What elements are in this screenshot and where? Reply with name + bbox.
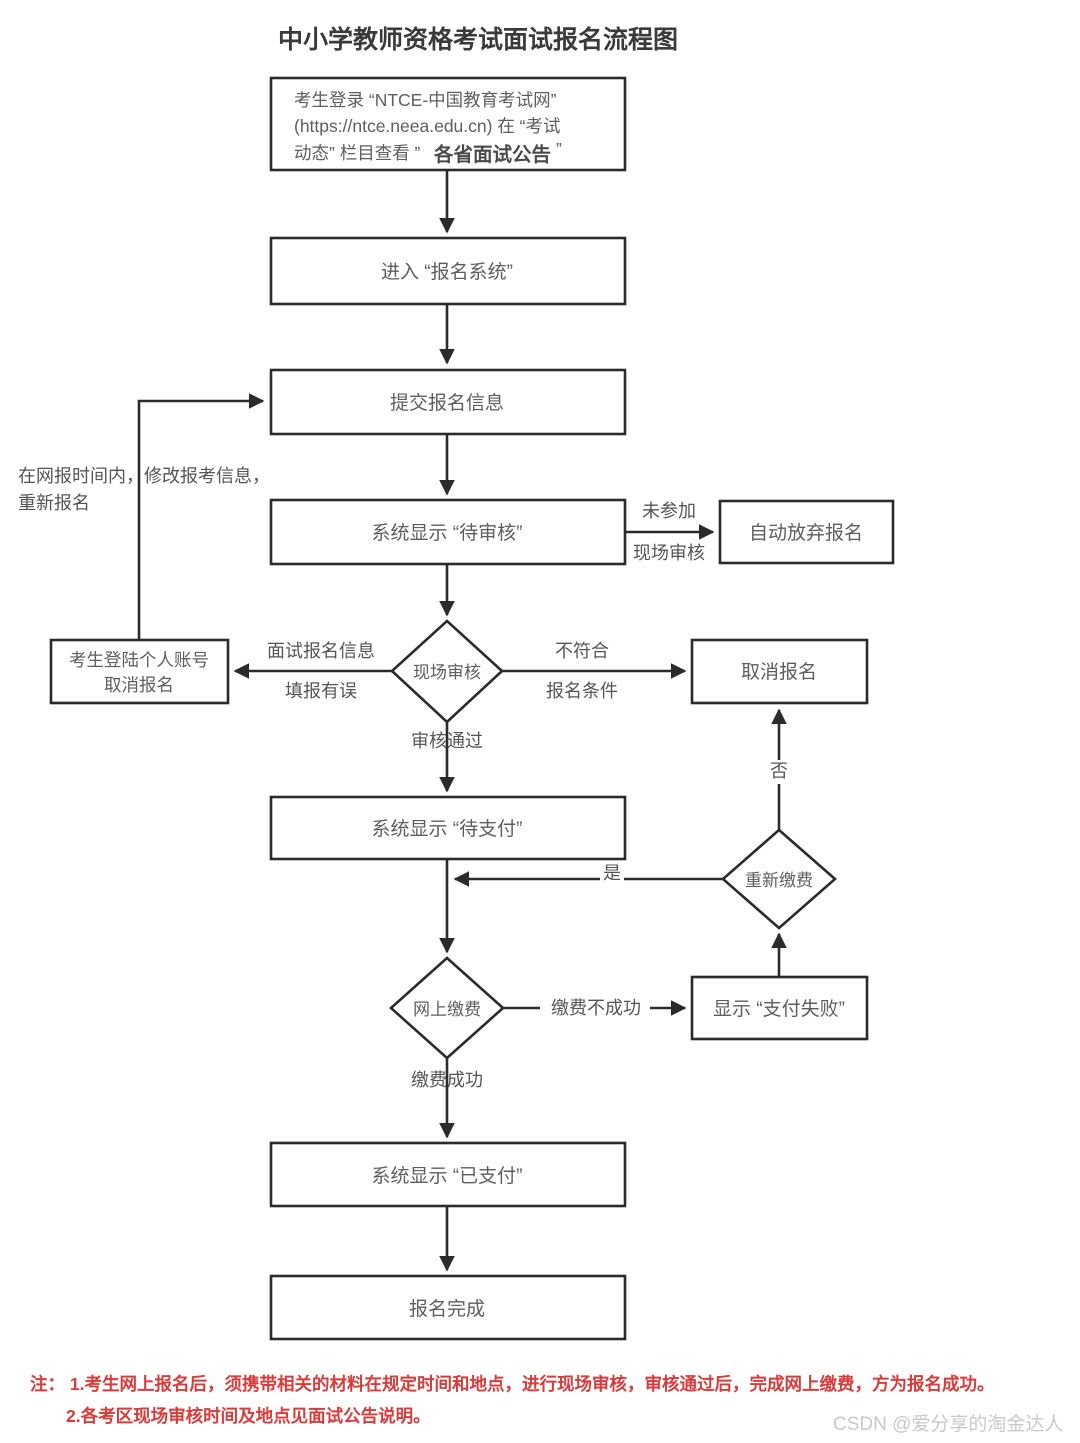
node-paid-box[interactable] xyxy=(269,1141,627,1208)
edge-label-yes-bg xyxy=(600,862,624,886)
node-cancel-reg-box[interactable] xyxy=(690,638,869,705)
node-pending-payment-label: 系统显示 “待支付” xyxy=(372,818,523,840)
node-pay-failed-label: 显示 “支付失败” xyxy=(713,998,845,1020)
node-login-line3c: ” xyxy=(556,139,562,159)
node-cancel-self-line1: 考生登陆个人账号 xyxy=(69,650,209,670)
edge-label-pay-failed-bg xyxy=(540,994,650,1020)
node-auto-abandon-label: 自动放弃报名 xyxy=(749,522,863,544)
node-pay-failed-box[interactable] xyxy=(690,975,869,1041)
node-done-box[interactable] xyxy=(269,1274,627,1341)
page-title: 中小学教师资格考试面试报名流程图 xyxy=(278,25,678,54)
footer-note-1: 注： 1.考生网上报名后，须携带相关的材料在规定时间和地点，进行现场审核，审核通… xyxy=(30,1374,994,1394)
csdn-watermark: CSDN @爱分享的淘金达人 xyxy=(833,1413,1063,1435)
node-paid-label: 系统显示 “已支付” xyxy=(372,1165,523,1187)
edge-label-pay-failed: 缴费不成功 xyxy=(551,998,641,1018)
edge-label-pay-success: 缴费成功 xyxy=(411,1070,483,1090)
node-cancel-reg-label: 取消报名 xyxy=(741,661,817,683)
node-online-pay-label: 网上缴费 xyxy=(413,1000,481,1019)
edge-label-wrong-info-line1: 面试报名信息 xyxy=(267,641,375,661)
node-login-line3a: 动态” 栏目查看 ” xyxy=(294,143,421,163)
edge-label-no: 否 xyxy=(770,761,788,781)
node-submit-info-label: 提交报名信息 xyxy=(390,392,504,414)
edge-label-wrong-info-line2: 填报有误 xyxy=(285,681,357,701)
node-login-line3b: 各省面试公告 xyxy=(433,143,551,166)
edge-label-modify-line2: 重新报名 xyxy=(18,493,90,513)
node-login-line1: 考生登录 “NTCE-中国教育考试网” xyxy=(294,90,557,110)
edge-label-no-bg xyxy=(768,760,792,784)
node-enter-system-box[interactable] xyxy=(269,236,627,306)
node-pending-review-label: 系统显示 “待审核” xyxy=(372,522,523,544)
node-repay-label: 重新缴费 xyxy=(745,871,813,890)
edge-label-not-qualified-line2: 报名条件 xyxy=(546,681,618,701)
node-repay-diamond[interactable] xyxy=(721,828,837,930)
edge-cancel-self-to-submit xyxy=(137,393,265,640)
footer-note-2: 2.各考区现场审核时间及地点见面试公告说明。 xyxy=(66,1406,431,1426)
node-submit-info-box[interactable] xyxy=(269,368,627,436)
edge-label-modify-line1: 在网报时间内，修改报考信息， xyxy=(18,466,270,486)
node-enter-system-label: 进入 “报名系统” xyxy=(381,261,513,283)
edge-label-not-attend-line1: 未参加 xyxy=(642,501,696,521)
node-auto-abandon-box[interactable] xyxy=(718,499,895,565)
edge-label-not-qualified-line1: 不符合 xyxy=(555,641,609,661)
node-login-line2: (https://ntce.neea.edu.cn) 在 “考试 xyxy=(294,116,561,136)
node-login-box[interactable] xyxy=(269,76,627,172)
edge-label-not-attend-line2: 现场审核 xyxy=(633,543,705,563)
node-onsite-review-label: 现场审核 xyxy=(413,663,481,682)
node-cancel-self-line2: 取消报名 xyxy=(104,675,174,695)
edge-label-review-passed: 审核通过 xyxy=(411,731,483,751)
edge-label-yes: 是 xyxy=(603,863,621,883)
node-done-label: 报名完成 xyxy=(409,1298,485,1320)
